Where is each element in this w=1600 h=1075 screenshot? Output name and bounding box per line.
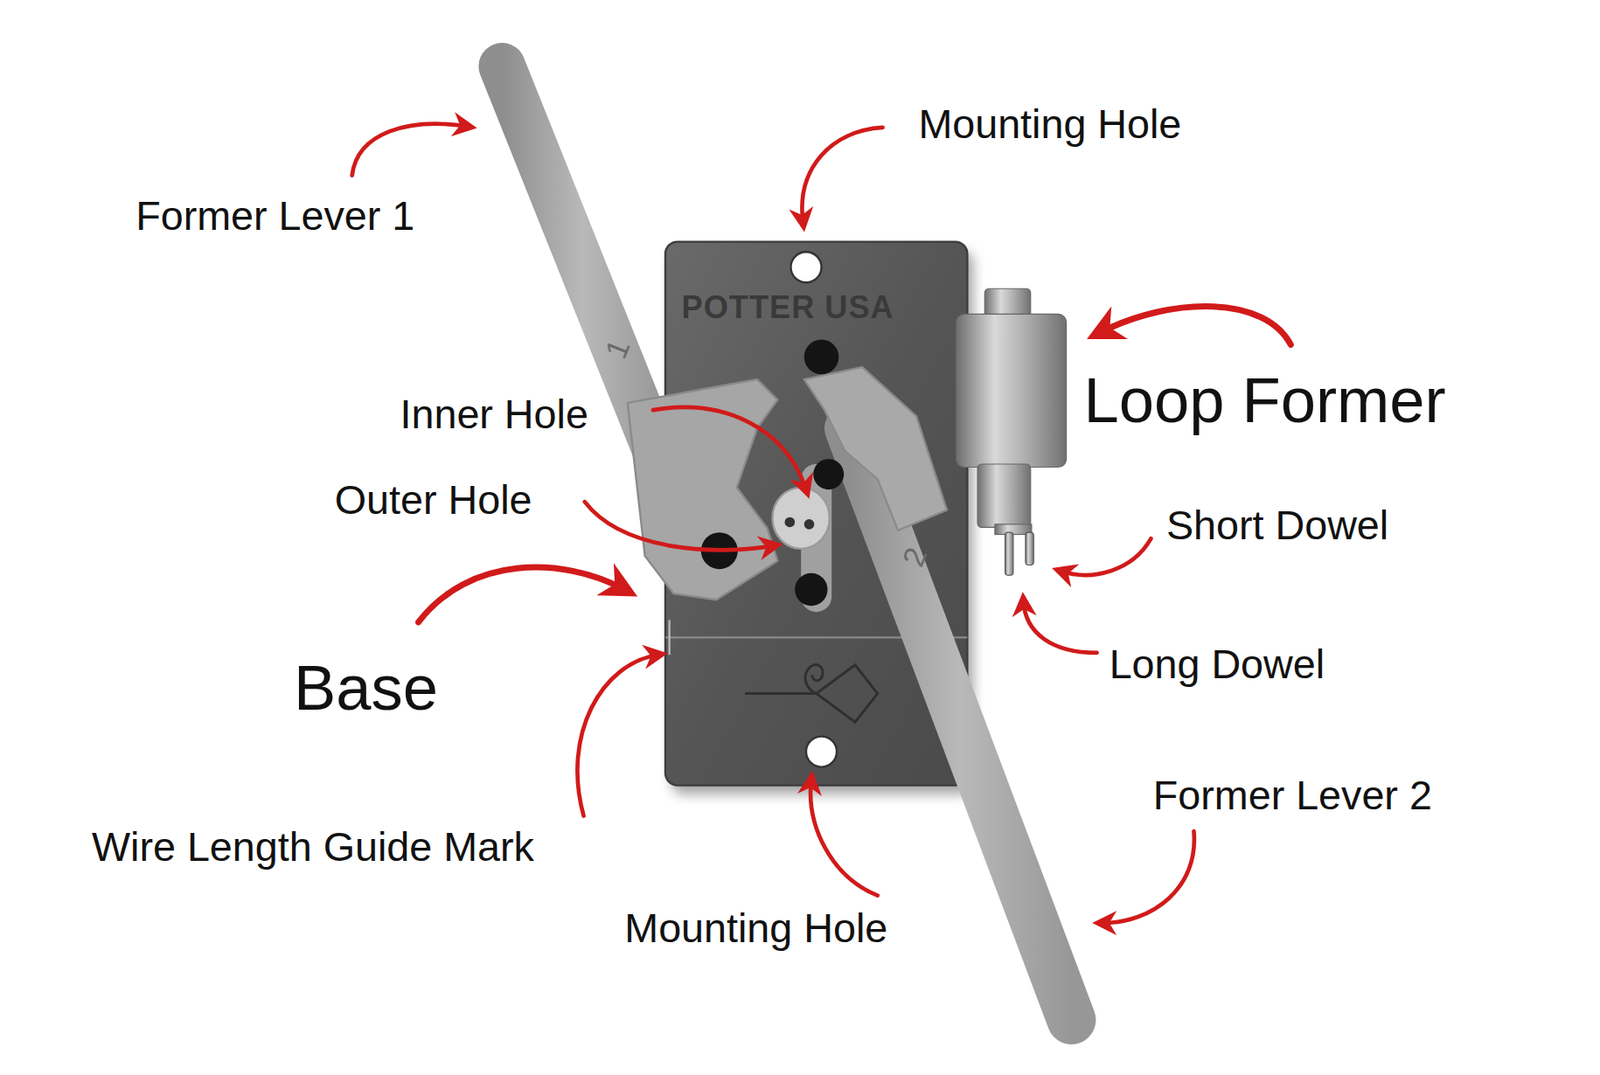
part-label: Mounting Hole xyxy=(918,104,1182,146)
long-dowel xyxy=(1005,532,1014,576)
short-dowel xyxy=(1025,532,1034,565)
part-label: Mounting Hole xyxy=(624,908,888,950)
loop-symbol xyxy=(744,665,878,724)
outer-hole xyxy=(784,517,795,529)
callout-arrow xyxy=(801,127,883,223)
lever-1-head xyxy=(627,379,779,600)
mounting-hole xyxy=(806,737,837,768)
part-label: Base xyxy=(293,655,439,719)
callout-arrow xyxy=(352,124,468,176)
wire-length-mark xyxy=(667,620,670,656)
lever-2-head xyxy=(804,367,947,531)
part-label: Former Lever 1 xyxy=(135,195,415,237)
part-label: Outer Hole xyxy=(334,480,533,522)
former-body xyxy=(956,313,1067,467)
inner-hole xyxy=(804,519,815,530)
part-label: Wire Length Guide Mark xyxy=(91,826,535,868)
screw xyxy=(813,459,844,490)
callout-arrow xyxy=(653,407,807,490)
callout-arrows xyxy=(352,124,1292,924)
former-neck xyxy=(977,464,1031,528)
part-label: Former Lever 2 xyxy=(1153,775,1433,817)
callout-arrow xyxy=(584,501,774,550)
mounting-hole xyxy=(790,251,821,283)
callout-arrow xyxy=(577,654,658,816)
part-label: Loop Former xyxy=(1083,368,1446,432)
callout-arrow xyxy=(1101,831,1194,924)
callout-arrow xyxy=(1023,602,1098,654)
hole-plate xyxy=(772,487,829,550)
callout-arrow xyxy=(1099,306,1291,345)
part-label: Inner Hole xyxy=(400,393,589,435)
screw xyxy=(804,340,840,376)
screw xyxy=(794,573,828,606)
callout-arrow xyxy=(810,780,878,897)
part-label: Long Dowel xyxy=(1109,643,1326,685)
callout-arrow xyxy=(418,567,626,623)
engraved-text: POTTER USA xyxy=(681,292,895,324)
callout-arrow xyxy=(1061,538,1152,576)
part-label: Short Dowel xyxy=(1166,505,1389,547)
